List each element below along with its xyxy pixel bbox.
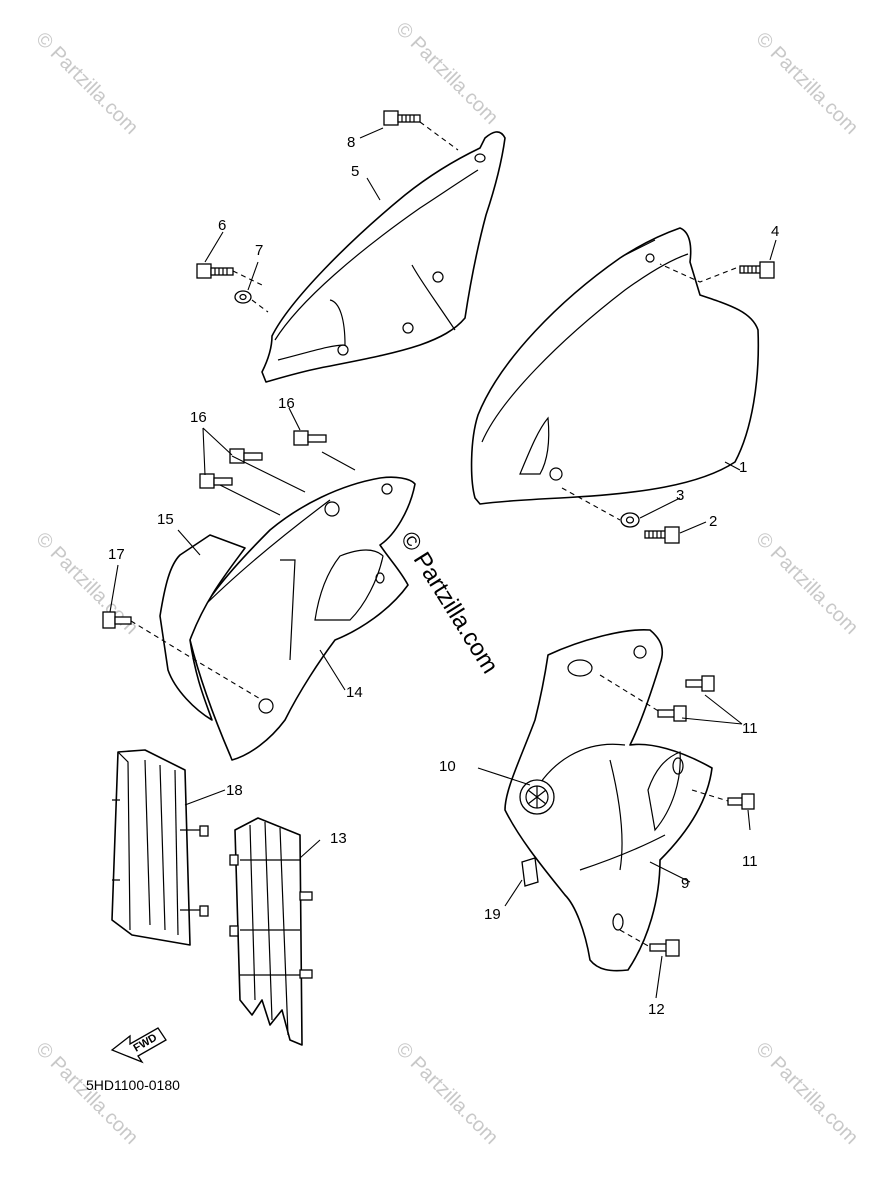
bolt-6: [196, 263, 234, 279]
callout-4: 4: [771, 223, 779, 240]
callout-17: 17: [108, 546, 125, 563]
watermark-top-center: © Partzilla.com: [391, 18, 502, 129]
hardware: [102, 110, 775, 957]
callout-13: 13: [330, 830, 347, 847]
callout-1: 1: [739, 459, 747, 476]
callout-12: 12: [648, 1001, 665, 1018]
part-1-side-cover: [470, 227, 760, 505]
part-10-emblem: [519, 779, 555, 815]
part-14-shroud: [189, 476, 416, 761]
bolt-16-a: [229, 448, 263, 464]
callout-15: 15: [157, 511, 174, 528]
bolt-11-c: [727, 793, 755, 810]
watermark-bottom-center: © Partzilla.com: [391, 1038, 502, 1149]
bolt-16-b: [199, 473, 233, 489]
part-9-shroud: [504, 628, 713, 972]
callout-7: 7: [255, 242, 263, 259]
part-13-louver: [229, 817, 313, 1046]
callout-16-a: 16: [190, 409, 207, 426]
callout-11-b: 11: [742, 853, 758, 870]
callout-2: 2: [709, 513, 717, 530]
callout-labels: 1 2 3 4 5 6 7 8 9 10 11 11 12 13 14 15 1…: [108, 134, 779, 1018]
callout-9: 9: [681, 875, 689, 892]
callout-6: 6: [218, 217, 226, 234]
callout-5: 5: [351, 163, 359, 180]
bolt-8: [383, 110, 421, 126]
alignment-lines: [130, 121, 737, 948]
watermark-top-left: © Partzilla.com: [31, 28, 142, 139]
callout-3: 3: [676, 487, 684, 504]
bolt-11-b: [657, 705, 687, 722]
part-15-plate: [159, 534, 246, 721]
bolt-12: [649, 939, 680, 957]
collar-7: [234, 290, 252, 304]
watermark-mid-right: © Partzilla.com: [751, 528, 862, 639]
callout-18: 18: [226, 782, 243, 799]
bolt-2: [644, 526, 680, 544]
diagram-code: 5HD1100-0180: [86, 1077, 180, 1093]
watermark-bottom-right: © Partzilla.com: [751, 1038, 862, 1149]
callout-11-a: 11: [742, 720, 758, 737]
washer-3: [620, 512, 640, 528]
callout-10: 10: [439, 758, 456, 775]
fwd-arrow: FWD: [110, 1027, 167, 1064]
callout-8: 8: [347, 134, 355, 151]
watermark-top-right: © Partzilla.com: [751, 28, 862, 139]
leader-lines: [109, 127, 777, 999]
part-18-guard: [111, 749, 209, 946]
callout-16-b: 16: [278, 395, 295, 412]
part-5-side-cover: [261, 131, 506, 383]
callout-19: 19: [484, 906, 501, 923]
callout-14: 14: [346, 684, 363, 701]
bolt-16-c: [293, 430, 327, 446]
bolt-4: [739, 261, 775, 279]
clip-19: [521, 857, 539, 887]
watermark-center: © Partzilla.com: [395, 527, 504, 678]
bolt-11-a: [685, 675, 715, 692]
bolt-17: [102, 611, 132, 629]
